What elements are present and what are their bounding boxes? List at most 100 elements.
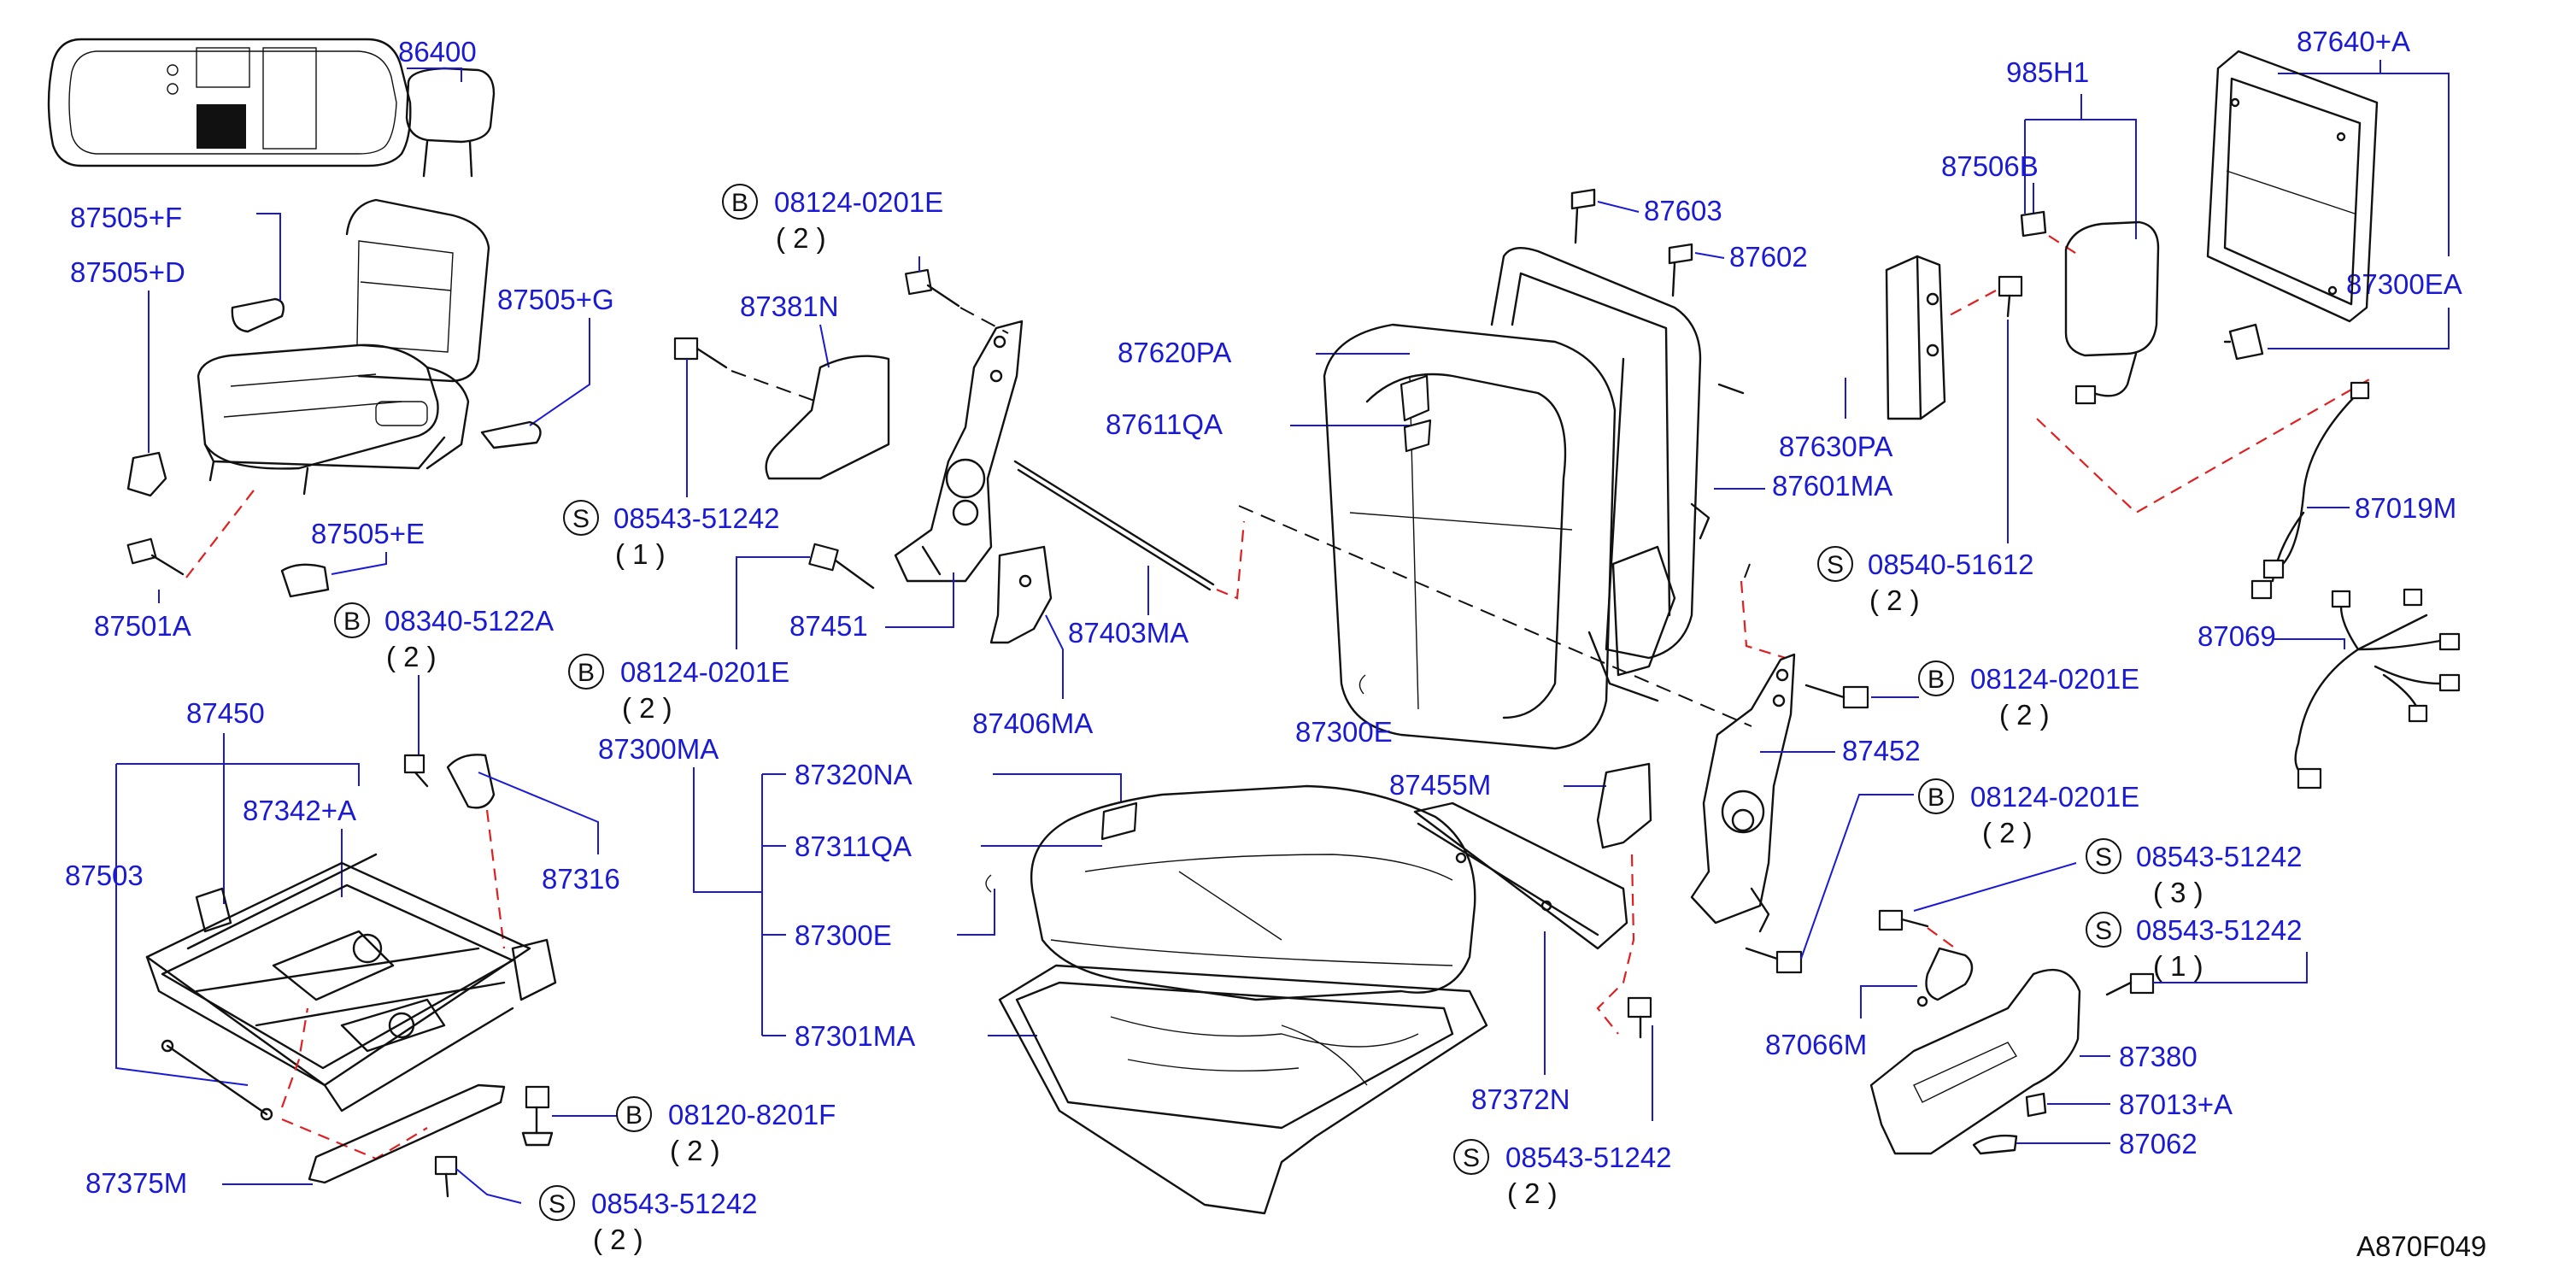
- fastener-08540-51612-qty: ( 2 ): [1869, 584, 1920, 616]
- bolt-08124-a: [905, 268, 960, 308]
- label-87013A[interactable]: 87013+A: [2119, 1089, 2233, 1120]
- label-87603[interactable]: 87603: [1644, 195, 1722, 226]
- fastener-08543-51242-e[interactable]: 08543-51242: [2136, 914, 2303, 946]
- rail-cover-87375M: [308, 1083, 506, 1184]
- svg-text:S: S: [2095, 917, 2112, 945]
- label-87300EA[interactable]: 87300EA: [2346, 268, 2462, 300]
- clip-87505D: [126, 451, 167, 497]
- fastener-08543-51242-c[interactable]: 08543-51242: [1505, 1142, 1672, 1173]
- fastener-08120-8201F-qty: ( 2 ): [670, 1135, 720, 1166]
- seat-back-frame-part: [1490, 246, 1745, 702]
- label-87611QA[interactable]: 87611QA: [1106, 408, 1223, 440]
- label-86400[interactable]: 86400: [398, 36, 477, 68]
- svg-text:B: B: [578, 659, 595, 687]
- svg-text:S: S: [572, 505, 590, 533]
- label-87301MA[interactable]: 87301MA: [795, 1020, 915, 1052]
- label-87601MA[interactable]: 87601MA: [1772, 470, 1892, 502]
- clip-87505E: [280, 563, 330, 598]
- fastener-08120-8201F[interactable]: 08120-8201F: [668, 1099, 836, 1130]
- label-87630PA[interactable]: 87630PA: [1779, 431, 1892, 462]
- seat-adjuster-frame-part: [145, 853, 557, 1112]
- label-87455M[interactable]: 87455M: [1389, 769, 1491, 801]
- label-87403MA[interactable]: 87403MA: [1068, 617, 1188, 649]
- fastener-08540-51612[interactable]: 08540-51612: [1868, 549, 2034, 580]
- clip-87505F: [231, 297, 285, 333]
- label-87311QA[interactable]: 87311QA: [795, 831, 912, 862]
- cover-87381N: [765, 355, 890, 480]
- label-87320NA[interactable]: 87320NA: [795, 759, 912, 790]
- label-87300E-cushion[interactable]: 87300E: [795, 919, 892, 951]
- label-87452[interactable]: 87452: [1842, 735, 1921, 766]
- label-87069[interactable]: 87069: [2198, 620, 2276, 652]
- side-cover-87380: [1869, 968, 2081, 1155]
- diagram-id: A870F049: [2356, 1230, 2486, 1262]
- svg-text:B: B: [625, 1101, 643, 1130]
- label-87300E-back[interactable]: 87300E: [1295, 716, 1393, 748]
- airbag-module-985H1: [2064, 220, 2160, 357]
- label-87300MA[interactable]: 87300MA: [598, 733, 719, 765]
- screw-08340: [403, 754, 429, 788]
- label-87451[interactable]: 87451: [789, 610, 868, 642]
- bolt-08120: [521, 1085, 554, 1147]
- label-87342A[interactable]: 87342+A: [243, 795, 356, 826]
- clip-87300EA: [2223, 323, 2264, 361]
- label-87602[interactable]: 87602: [1729, 241, 1808, 273]
- fastener-08124-0201E-a[interactable]: 08124-0201E: [774, 186, 943, 218]
- fastener-08543-51242-e-qty: ( 1 ): [2153, 950, 2203, 982]
- seat-back-board-part: [2206, 50, 2379, 323]
- svg-text:S: S: [1463, 1144, 1480, 1172]
- label-87381N[interactable]: 87381N: [740, 291, 839, 322]
- pin-87602: [1668, 243, 1693, 297]
- label-87505G[interactable]: 87505+G: [497, 284, 614, 315]
- pin-87603: [1570, 188, 1596, 244]
- bolt-87501A: [126, 537, 185, 576]
- fastener-08124-0201E-d[interactable]: 08124-0201E: [1970, 781, 2139, 813]
- label-87380[interactable]: 87380: [2119, 1041, 2198, 1072]
- knob-87066M: [1925, 947, 1974, 1001]
- svg-text:S: S: [549, 1190, 566, 1218]
- bracket-87406MA: [989, 545, 1053, 644]
- bolt-08124-b: [808, 543, 875, 590]
- label-87506B[interactable]: 87506B: [1941, 150, 2039, 182]
- fastener-08124-0201E-c-qty: ( 2 ): [1999, 699, 2050, 731]
- bolt-08124-d: [1745, 947, 1803, 974]
- label-87503[interactable]: 87503: [65, 860, 144, 891]
- label-87372N[interactable]: 87372N: [1471, 1083, 1570, 1115]
- fastener-08543-51242-d[interactable]: 08543-51242: [2136, 841, 2303, 872]
- seat-cushion-part: [1030, 784, 1476, 1001]
- svg-text:B: B: [1928, 666, 1945, 694]
- clip-87505G: [480, 420, 542, 449]
- label-87640A[interactable]: 87640+A: [2297, 26, 2410, 57]
- seat-back-part: [1323, 323, 1617, 750]
- fastener-08124-0201E-c[interactable]: 08124-0201E: [1970, 663, 2139, 695]
- label-87450[interactable]: 87450: [186, 697, 265, 729]
- label-87375M[interactable]: 87375M: [85, 1167, 187, 1199]
- label-87505F[interactable]: 87505+F: [70, 202, 182, 233]
- label-985H1[interactable]: 985H1: [2006, 56, 2089, 88]
- screw-08543-e: [2105, 972, 2155, 996]
- label-87062[interactable]: 87062: [2119, 1128, 2198, 1159]
- fastener-08340-5122A[interactable]: 08340-5122A: [384, 605, 554, 637]
- wire-harness-87069: [2294, 588, 2461, 790]
- fastener-08340-5122A-qty: ( 2 ): [386, 641, 437, 672]
- seat-assembly-part: [197, 198, 490, 496]
- svg-text:S: S: [1827, 551, 1844, 579]
- label-87505E[interactable]: 87505+E: [311, 518, 425, 549]
- label-87620PA[interactable]: 87620PA: [1118, 337, 1231, 368]
- label-87019M[interactable]: 87019M: [2355, 492, 2456, 524]
- svg-text:B: B: [1928, 784, 1945, 812]
- label-87505D[interactable]: 87505+D: [70, 256, 185, 288]
- nut-87506B: [2020, 210, 2047, 238]
- label-87316[interactable]: 87316: [542, 863, 620, 895]
- label-87501A[interactable]: 87501A: [94, 610, 191, 642]
- label-87066M[interactable]: 87066M: [1765, 1029, 1867, 1060]
- screw-08540: [1998, 275, 2023, 318]
- label-87406MA[interactable]: 87406MA: [972, 707, 1093, 739]
- fastener-08543-51242-a[interactable]: 08543-51242: [613, 502, 780, 534]
- fastener-08543-51242-bl[interactable]: 08543-51242: [591, 1188, 758, 1219]
- fastener-08124-0201E-a-qty: ( 2 ): [776, 222, 826, 254]
- recliner-left-part: [894, 320, 1024, 583]
- screw-08543-b: [673, 337, 728, 369]
- fastener-08124-0201E-b[interactable]: 08124-0201E: [620, 656, 789, 688]
- vehicle-locator-icon: [47, 38, 412, 167]
